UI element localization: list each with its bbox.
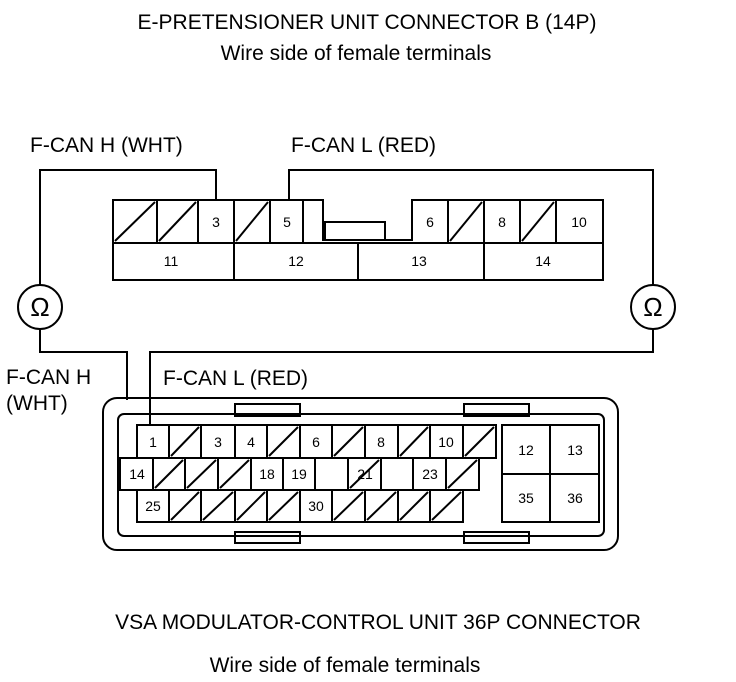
top-empty-cavity bbox=[521, 201, 555, 242]
bottom-lock-tab bbox=[234, 403, 301, 417]
bottom-fcan-l-label: F-CAN L (RED) bbox=[163, 367, 308, 390]
bottom-pin-4: 4 bbox=[247, 434, 255, 450]
bottom-pin-30: 30 bbox=[308, 498, 324, 514]
top-pin-13: 13 bbox=[411, 253, 427, 269]
left-ohm-icon: Ω bbox=[30, 292, 49, 322]
bottom-pin-23: 23 bbox=[422, 466, 438, 482]
top-pin-6: 6 bbox=[426, 214, 434, 230]
bottom-connector-body bbox=[102, 397, 619, 551]
fcan-h-lead-lower bbox=[39, 329, 128, 400]
right-ohm-icon: Ω bbox=[643, 292, 662, 322]
bottom-pin-21: 21 bbox=[357, 466, 373, 482]
top-connector-title: E-PRETENSIONER UNIT CONNECTOR B (14P) bbox=[138, 11, 597, 34]
bottom-pin-13: 13 bbox=[567, 442, 583, 458]
bottom-pin-3: 3 bbox=[214, 434, 222, 450]
top-empty-cavity bbox=[449, 201, 483, 242]
bottom-lock-tab bbox=[463, 531, 530, 544]
top-pin-14: 14 bbox=[535, 253, 551, 269]
bottom-pin-36: 36 bbox=[567, 490, 583, 506]
bottom-pin-18: 18 bbox=[259, 466, 275, 482]
bottom-lock-tab bbox=[463, 403, 530, 417]
bottom-pin-25: 25 bbox=[145, 498, 161, 514]
top-pin-10: 10 bbox=[571, 214, 587, 230]
top-fcan-h-label: F-CAN H (WHT) bbox=[30, 134, 183, 157]
bottom-pin-1: 1 bbox=[149, 434, 157, 450]
bottom-lock-tab bbox=[234, 531, 301, 544]
bottom-pin-8: 8 bbox=[377, 434, 385, 450]
bottom-connector-title: VSA MODULATOR-CONTROL UNIT 36P CONNECTOR bbox=[115, 611, 641, 634]
top-empty-cavity bbox=[158, 201, 197, 242]
top-connector-body bbox=[112, 199, 604, 281]
top-pin-11: 11 bbox=[164, 253, 179, 269]
bottom-pin-14: 14 bbox=[129, 466, 145, 482]
top-connector-lock-tab bbox=[324, 221, 386, 241]
top-pin-12: 12 bbox=[288, 253, 304, 269]
bottom-pin-10: 10 bbox=[438, 434, 454, 450]
bottom-fcan-h-label-line2: (WHT) bbox=[6, 392, 68, 415]
top-pin-8: 8 bbox=[498, 214, 506, 230]
fcan-l-lead-upper bbox=[288, 169, 654, 285]
bottom-pin-35: 35 bbox=[518, 490, 534, 506]
top-pin-3: 3 bbox=[212, 214, 220, 230]
bottom-connector-subtitle: Wire side of female terminals bbox=[210, 654, 481, 677]
bottom-pin-19: 19 bbox=[291, 466, 307, 482]
bottom-pin-6: 6 bbox=[312, 434, 320, 450]
top-fcan-l-label: F-CAN L (RED) bbox=[291, 134, 436, 157]
fcan-l-lead-lower bbox=[149, 329, 654, 425]
fcan-h-lead-upper bbox=[39, 169, 217, 285]
top-empty-cavity bbox=[114, 201, 156, 242]
top-pin-5: 5 bbox=[283, 214, 291, 230]
bottom-pin-12: 12 bbox=[518, 442, 534, 458]
top-empty-cavity bbox=[235, 201, 269, 242]
bottom-fcan-h-label-line1: F-CAN H bbox=[6, 366, 91, 389]
top-connector-subtitle: Wire side of female terminals bbox=[221, 42, 492, 65]
